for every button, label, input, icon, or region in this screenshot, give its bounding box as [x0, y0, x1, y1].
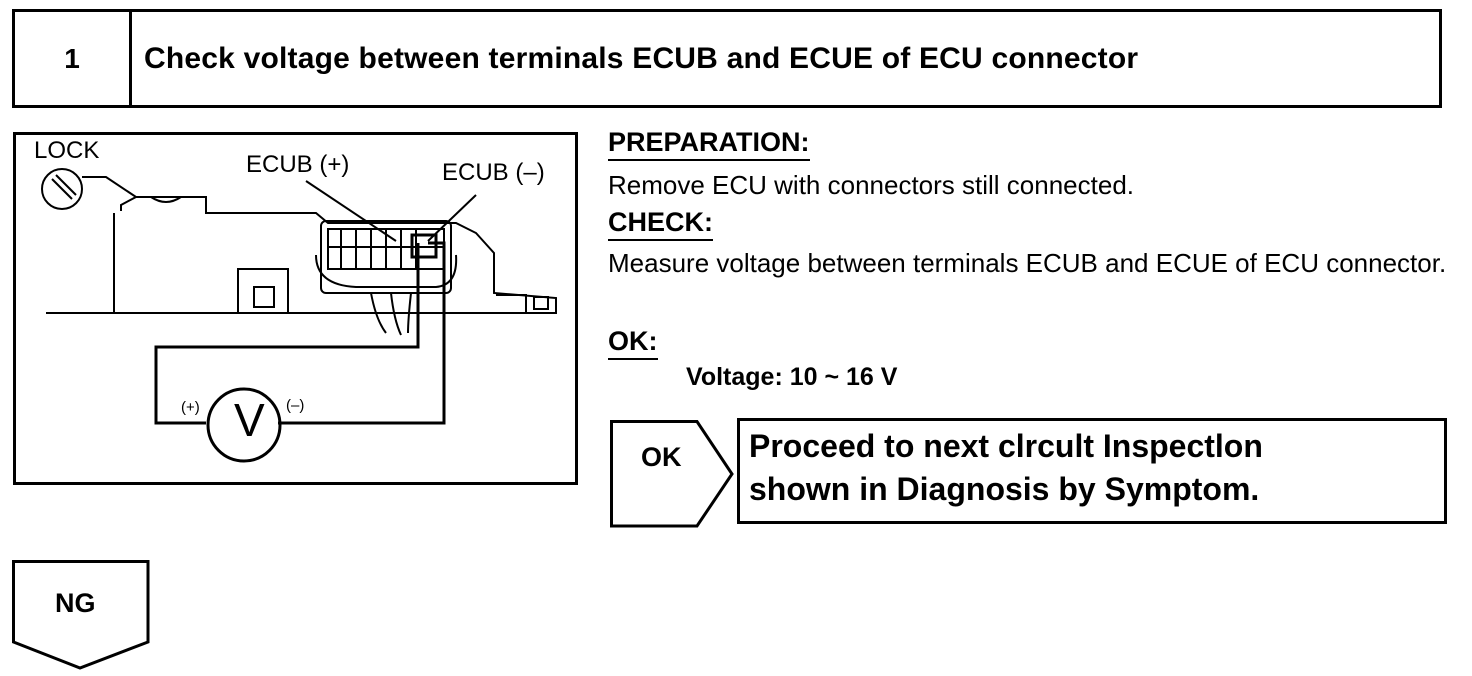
meter-plus-label: (+): [181, 399, 200, 416]
voltmeter-symbol: V: [234, 394, 265, 446]
ok-arrow-tag: [610, 420, 734, 528]
ok-spec: Voltage: 10 ~ 16 V: [686, 363, 898, 391]
preparation-text: Remove ECU with connectors still connect…: [608, 170, 1135, 200]
step-header: 1 Check voltage between terminals ECUB a…: [12, 9, 1442, 108]
ignition-lock-icon: [41, 168, 83, 210]
check-heading: CHECK:: [608, 207, 713, 241]
ecu-diagram-drawing: [41, 168, 557, 463]
ng-tag-label: NG: [55, 588, 96, 618]
ng-arrow-tag: [12, 560, 150, 670]
ok-result-line2: shown in Diagnosis by Symptom.: [749, 471, 1260, 507]
step-title: Check voltage between terminals ECUB and…: [144, 41, 1139, 75]
ecu-connector-illustration: LOCK ECUB (+) ECUB (–) V (+) (–): [13, 132, 578, 485]
ecub-plus-label: ECUB (+): [246, 151, 350, 178]
ok-result-box: Proceed to next clrcult Inspectlon shown…: [737, 418, 1447, 524]
ok-tag-label: OK: [641, 442, 682, 472]
preparation-heading: PREPARATION:: [608, 127, 810, 161]
ok-result-line1: Proceed to next clrcult Inspectlon: [749, 428, 1263, 464]
ok-heading: OK:: [608, 326, 658, 360]
lock-label: LOCK: [34, 137, 100, 164]
step-number: 1: [15, 12, 132, 105]
check-text: Measure voltage between terminals ECUB a…: [608, 248, 1447, 278]
voltmeter-icon: [206, 387, 282, 463]
meter-minus-label: (–): [286, 397, 305, 414]
ecub-minus-label: ECUB (–): [442, 159, 545, 186]
